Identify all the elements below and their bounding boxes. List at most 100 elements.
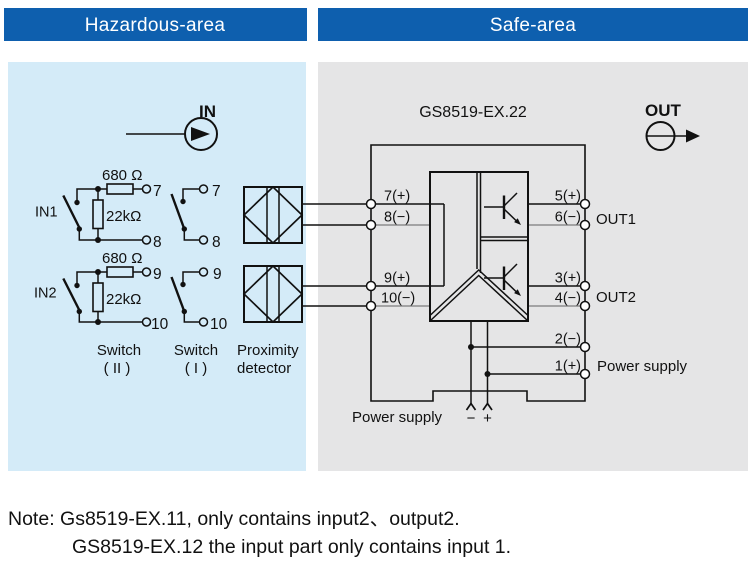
t2-emitter-arrow <box>514 289 521 296</box>
label-8-minus: 8(−) <box>384 210 410 226</box>
in1-series-resistor-value: 680 Ω <box>102 167 142 184</box>
sw1-ch1-bottom-lead <box>183 229 200 241</box>
in2-series-resistor <box>106 266 134 278</box>
in-circle <box>184 117 218 151</box>
transistor-2-icon <box>484 263 521 296</box>
in2-switch2-network: 680 Ω 22kΩ 9 10 IN2 <box>34 250 169 333</box>
barrier-outline <box>370 144 586 402</box>
power-supply-bottom-label: Power supply <box>352 409 443 426</box>
caption-switch2: Switch <box>97 342 141 359</box>
caption-switch2-num: ( II ) <box>104 360 131 377</box>
in2-parallel-resistor <box>92 282 104 313</box>
barrier-terminal-labels: 7(+) 8(−) 9(+) 10(−) 5(+) 6(−) 3(+) 4(−)… <box>381 189 688 376</box>
in1-switch-top-lead <box>76 188 98 200</box>
supply-plus-arrow-icon <box>482 402 493 411</box>
safe-panel <box>318 62 748 471</box>
in1-junction-bottom <box>95 237 101 243</box>
header-hazardous-area: Hazardous-area <box>4 8 307 41</box>
out-label: OUT <box>645 101 682 120</box>
in1-junction-top <box>95 186 101 192</box>
in2-switch-blade <box>62 277 82 313</box>
label-6-minus: 6(−) <box>555 210 581 226</box>
sw1-ch2-top-contact <box>180 281 186 288</box>
in1-terminal-8-label: 8 <box>153 234 162 251</box>
label-10-minus: 10(−) <box>381 291 415 307</box>
supply-minus-arrow-icon <box>465 402 477 411</box>
terminal-7 <box>365 198 377 210</box>
sw1-terminal-10-label: 10 <box>210 316 228 333</box>
in2-junction-top <box>95 269 101 275</box>
in1-switch-top-contact <box>74 199 80 206</box>
model-label: GS8519-EX.22 <box>419 104 527 121</box>
in1-terminal-7 <box>141 184 152 194</box>
t1-emitter-arrow <box>514 218 521 225</box>
t2-collector <box>503 263 518 278</box>
sw1-ch2-blade <box>170 276 186 312</box>
label-2-minus: 2(−) <box>555 332 581 348</box>
switch1-channel1: 7 8 <box>170 183 221 251</box>
sw1-terminal-9-label: 9 <box>213 266 222 283</box>
prox1-diamond-icon <box>242 185 304 245</box>
safe-header-bar <box>318 8 748 41</box>
note-line-1: Note: Gs8519-EX.11, only contains input2… <box>8 508 460 530</box>
t1-collector <box>503 192 518 207</box>
sw1-ch1-top-lead <box>182 188 200 199</box>
in1-parallel-resistor <box>92 199 104 230</box>
power-supply-minus-sign: − <box>467 410 476 427</box>
label-out2: OUT2 <box>596 289 636 306</box>
in-label: IN <box>199 102 216 121</box>
terminal-6 <box>579 219 591 231</box>
terminal-8 <box>365 219 377 231</box>
label-4-minus: 4(−) <box>555 291 581 307</box>
sw1-terminal-9 <box>198 267 209 277</box>
in2-parallel-resistor-value: 22kΩ <box>106 291 141 308</box>
proximity-detector-1 <box>242 185 367 245</box>
sw1-terminal-8 <box>198 235 209 245</box>
proximity-detector-2 <box>242 264 367 324</box>
caption-proximity-1: Proximity <box>237 342 299 359</box>
in2-terminal-10-label: 10 <box>151 316 169 333</box>
isolation-chevron-2 <box>429 274 529 322</box>
junction-1-plus <box>484 371 491 377</box>
prox2-diamond-icon <box>242 264 304 324</box>
terminal-4 <box>579 300 591 312</box>
label-3-plus: 3(+) <box>555 271 581 287</box>
barrier-internal-wires <box>375 203 581 411</box>
safe-header-label: Safe-area <box>490 15 576 36</box>
terminal-3 <box>579 280 591 292</box>
module-box <box>429 171 529 322</box>
in1-terminal-7-label: 7 <box>153 183 162 200</box>
t2-emitter <box>503 279 518 294</box>
in1-series-resistor <box>106 183 134 195</box>
caption-switch1-num: ( I ) <box>185 360 208 377</box>
t1-emitter <box>503 208 518 223</box>
in2-terminal-9-label: 9 <box>153 266 162 283</box>
label-out1: OUT1 <box>596 211 636 228</box>
caption-proximity-2: detector <box>237 360 291 377</box>
hazardous-header-bar <box>4 8 307 41</box>
terminal-9 <box>365 280 377 292</box>
terminal-10 <box>365 300 377 312</box>
sw1-terminal-8-label: 8 <box>212 234 221 251</box>
note-block: Note: Gs8519-EX.11, only contains input2… <box>8 508 511 558</box>
out-arrow-icon <box>686 129 700 143</box>
power-supply-plus-sign: + <box>483 410 492 427</box>
hazardous-captions: Switch ( II ) Switch ( I ) Proximity det… <box>97 342 299 377</box>
isolation-module <box>429 171 529 322</box>
in2-terminal-10 <box>141 317 152 327</box>
out-symbol: OUT <box>645 101 700 151</box>
in2-bottom-wire <box>78 311 143 323</box>
note-line-2: GS8519-EX.12 the input part only contain… <box>72 536 511 558</box>
label-9-plus: 9(+) <box>384 271 410 287</box>
in2-label: IN2 <box>34 286 57 302</box>
in-arrow-icon <box>191 127 210 141</box>
terminal-5 <box>579 198 591 210</box>
label-5-plus: 5(+) <box>555 189 581 205</box>
terminal-1 <box>579 368 591 380</box>
header-safe-area: Safe-area <box>318 8 748 41</box>
sw1-terminal-10 <box>198 317 209 327</box>
in1-label: IN1 <box>35 205 58 221</box>
barrier-terminals <box>365 198 591 380</box>
in1-terminal-8 <box>141 235 152 245</box>
